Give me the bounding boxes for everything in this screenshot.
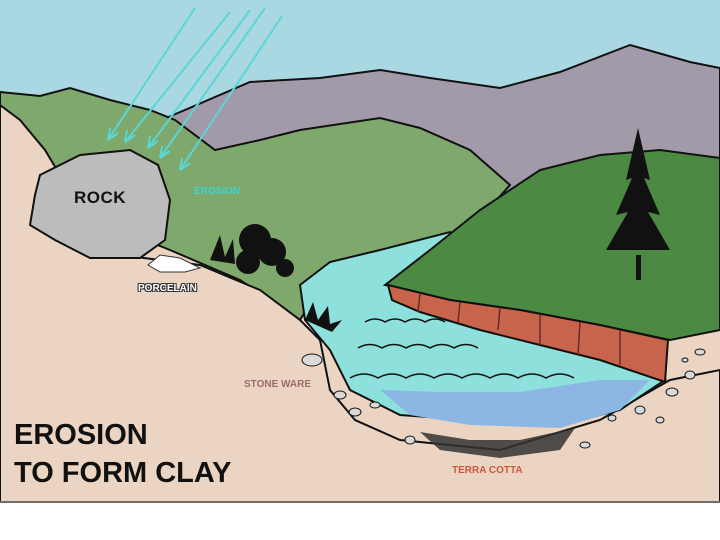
terra-cotta-label: TERRA COTTA: [452, 465, 523, 476]
diagram-title: EROSION TO FORM CLAY: [14, 416, 232, 492]
erosion-label: EROSION: [194, 186, 240, 197]
porcelain-label: PORCELAIN: [138, 283, 197, 294]
title-line-1: EROSION: [14, 416, 232, 454]
rock-label: ROCK: [74, 188, 126, 208]
title-line-2: TO FORM CLAY: [14, 454, 232, 492]
stone-ware-label: STONE WARE: [244, 379, 311, 390]
